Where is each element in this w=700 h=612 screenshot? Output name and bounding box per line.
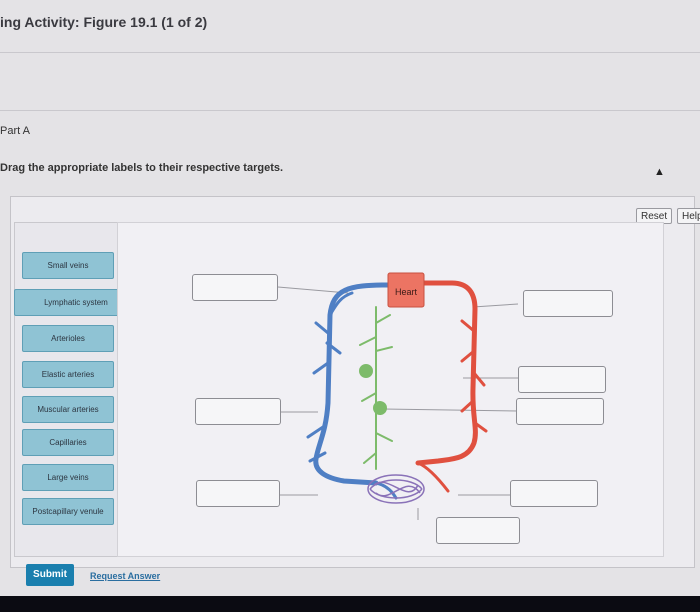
veins — [306, 282, 398, 500]
instruction-text: Drag the appropriate labels to their res… — [0, 162, 284, 174]
drop-target-2[interactable] — [523, 290, 613, 317]
drop-target-6[interactable] — [196, 480, 280, 507]
help-button[interactable]: Help — [677, 208, 700, 224]
drop-target-5[interactable] — [516, 398, 604, 425]
drop-target-8[interactable] — [436, 517, 520, 544]
drop-target-3[interactable] — [518, 366, 606, 393]
heart-box — [387, 272, 425, 308]
circulatory-diagram: Heart — [277, 272, 519, 520]
capillary-bed — [367, 474, 425, 504]
arteries — [415, 280, 488, 493]
label-elastic-arteries[interactable]: Elastic arteries — [22, 361, 114, 388]
screen-bezel — [0, 596, 700, 612]
label-capillaries[interactable]: Capillaries — [22, 429, 114, 456]
submit-button[interactable]: Submit — [26, 564, 74, 586]
label-arterioles[interactable]: Arterioles — [22, 325, 114, 352]
drop-target-4[interactable] — [195, 398, 281, 425]
request-answer-link[interactable]: Request Answer — [90, 571, 161, 581]
label-muscular-arteries[interactable]: Muscular arteries — [22, 396, 114, 423]
heart-label: Heart — [395, 287, 418, 297]
divider — [0, 110, 700, 111]
label-postcapillary-venule[interactable]: Postcapillary venule — [22, 498, 114, 525]
lymphatic-vessels — [359, 306, 393, 470]
label-small-veins[interactable]: Small veins — [22, 252, 114, 279]
drop-target-1[interactable] — [192, 274, 278, 301]
page-title: ing Activity: Figure 19.1 (1 of 2) — [0, 14, 208, 30]
divider — [0, 52, 700, 53]
label-large-veins[interactable]: Large veins — [22, 464, 114, 491]
mouse-pointer-icon: ▲ — [654, 166, 665, 178]
part-label: Part A — [0, 125, 30, 137]
leader-lines — [277, 286, 519, 520]
drop-target-7[interactable] — [510, 480, 598, 507]
